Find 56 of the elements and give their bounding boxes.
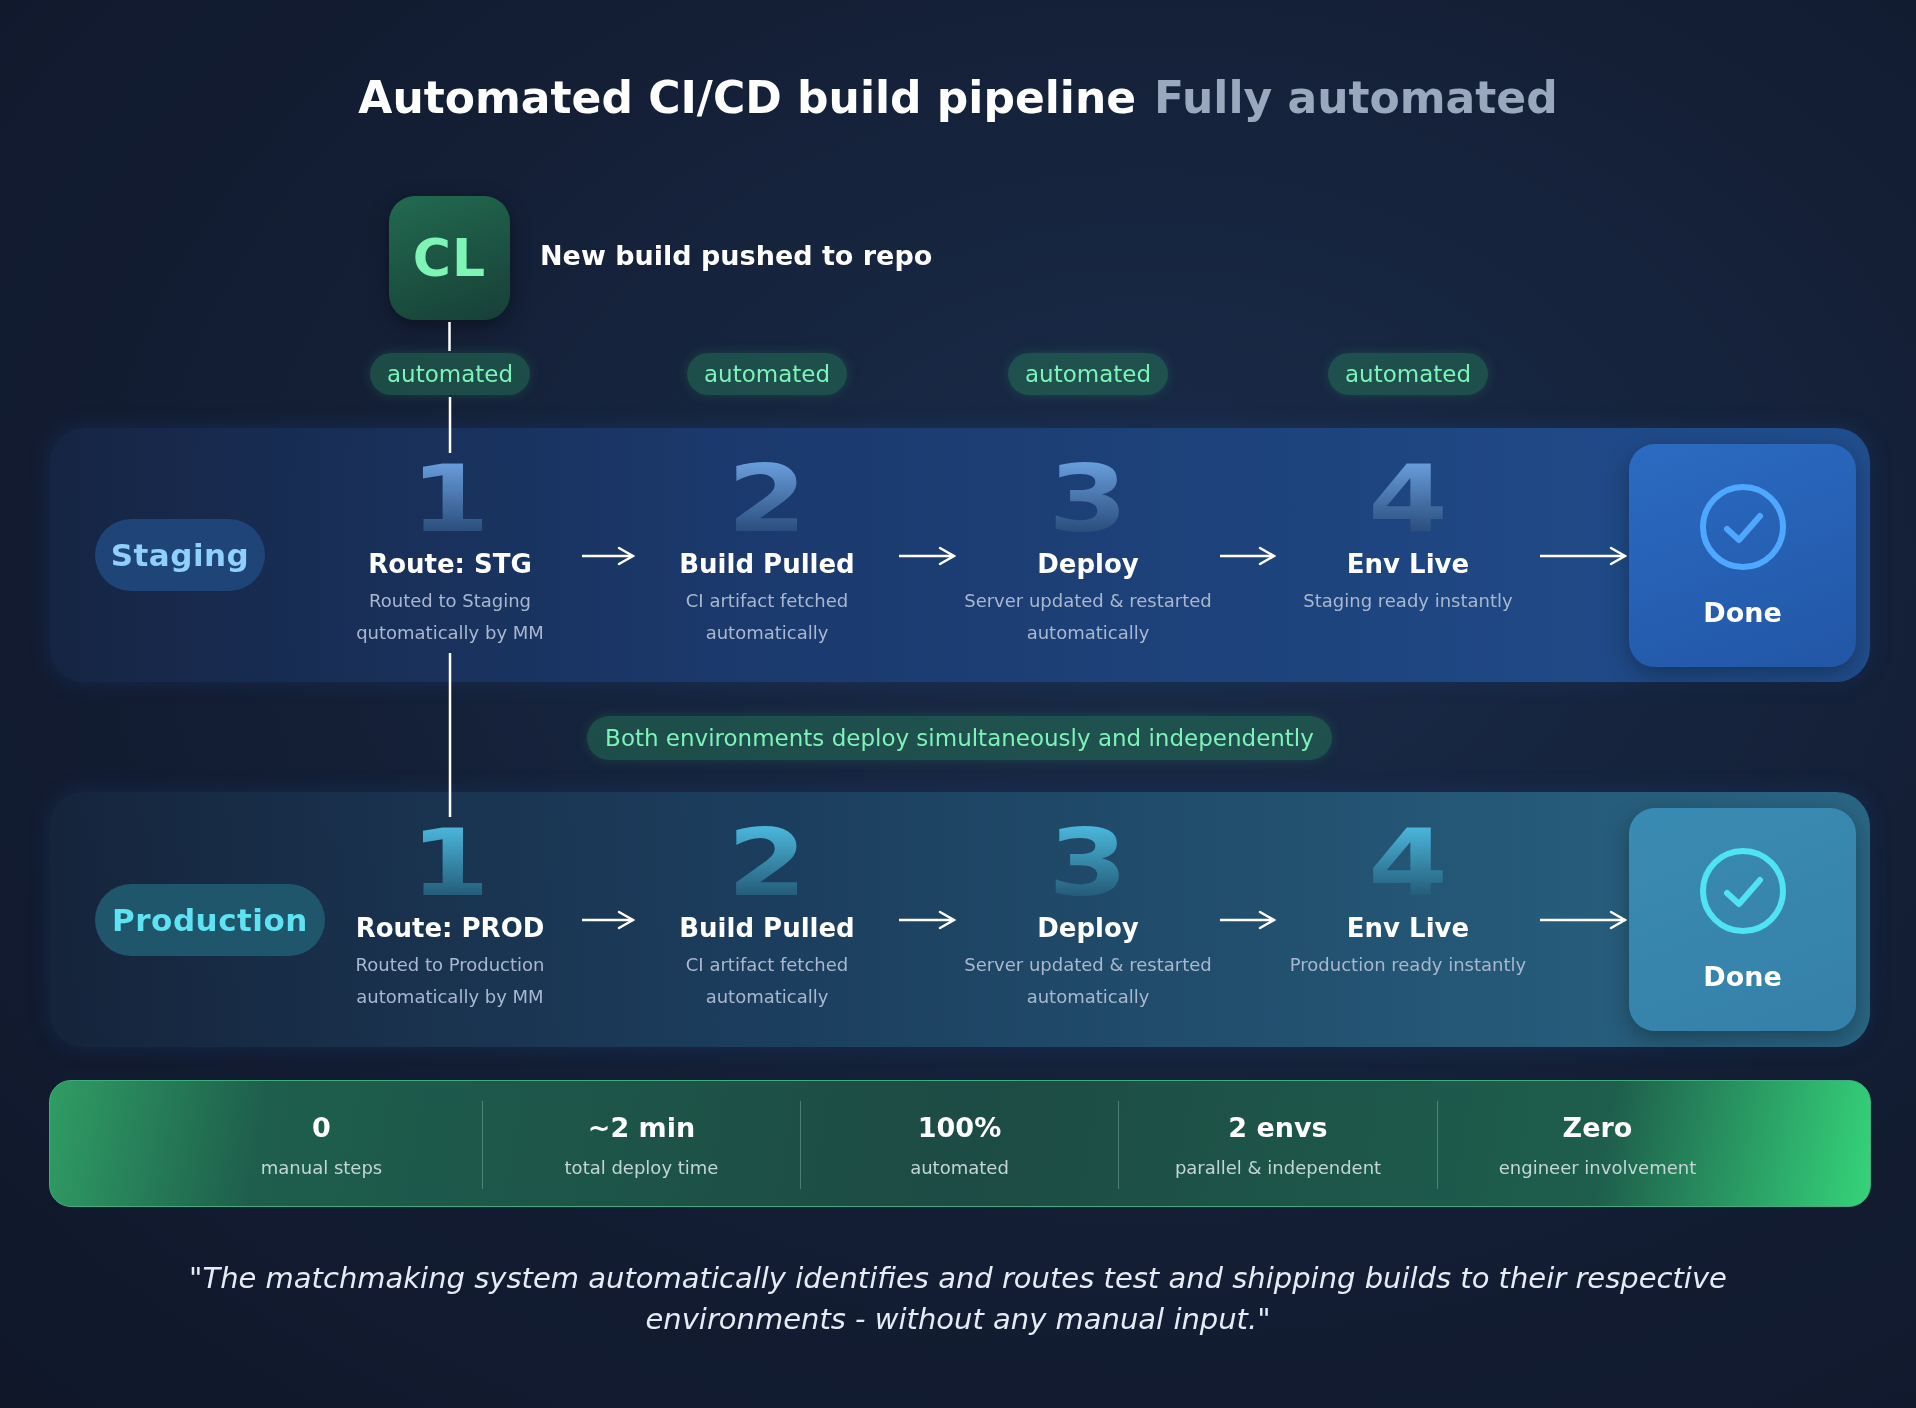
step-description: Production ready instantly	[1289, 953, 1527, 977]
stat-value: 100%	[917, 1112, 1002, 1143]
status-tag: automated	[687, 353, 847, 395]
arrow	[1540, 910, 1627, 930]
connector-line	[448, 653, 452, 817]
stat-label: total deploy time	[564, 1157, 719, 1178]
connector-line	[448, 397, 452, 453]
connector-line	[448, 322, 451, 351]
status-tag: Both environments deploy simultaneously and independently	[587, 716, 1332, 760]
stat-value: 0	[312, 1112, 331, 1143]
step-title: Deploy	[1037, 549, 1139, 579]
status-tag: automated	[1328, 353, 1488, 395]
stats-panel	[49, 1080, 1871, 1207]
arrow	[1540, 546, 1627, 566]
step-description: Routed to Staging qutomatically by MM	[355, 589, 545, 645]
done-card	[1629, 444, 1856, 667]
subtitle: Fully automated	[1154, 72, 1558, 123]
step-description: CI artifact fetched automatically	[684, 589, 850, 645]
status-tag: automated	[1008, 353, 1168, 395]
step-description: Server updated & restarted automatically	[963, 953, 1213, 1009]
arrow	[899, 546, 956, 566]
step-title: Deploy	[1037, 913, 1139, 943]
lane-panel	[50, 428, 1870, 682]
status-tag: automated	[370, 353, 530, 395]
done-label: Done	[1703, 597, 1782, 628]
arrow	[1220, 546, 1276, 566]
stat-value: Zero	[1562, 1112, 1633, 1143]
node-caption: New build pushed to repo	[540, 240, 933, 271]
step-title: Env Live	[1346, 549, 1470, 579]
stat-label: manual steps	[260, 1157, 383, 1178]
arrow	[582, 546, 635, 566]
done-card	[1629, 808, 1856, 1031]
stat-label: parallel & independent	[1174, 1157, 1382, 1178]
lane-panel	[50, 792, 1870, 1047]
step-description: Server updated & restarted automatically	[963, 589, 1213, 645]
quote-caption: "The matchmaking system automatically identifies and routes test and shipping builds to their respective environments - without any manual input."	[188, 1260, 1728, 1338]
step-description: CI artifact fetched automatically	[684, 953, 850, 1009]
step-title: Env Live	[1346, 913, 1470, 943]
step-title: Route: STG	[368, 549, 532, 579]
step-description: Staging ready instantly	[1303, 589, 1513, 613]
step-title: Route: PROD	[355, 913, 545, 943]
stat-label: engineer involvement	[1498, 1157, 1697, 1178]
step-description: Routed to Production automatically by MM	[354, 953, 546, 1009]
arrow	[582, 910, 635, 930]
source-tile: CL	[389, 196, 510, 320]
arrow	[899, 910, 956, 930]
lane-label: Production	[95, 884, 325, 956]
step-title: Build Pulled	[679, 549, 855, 579]
page-title: Automated CI/CD build pipeline	[358, 72, 1137, 123]
lane-label: Staging	[95, 519, 265, 591]
stat-value: ~2 min	[587, 1112, 696, 1143]
arrow	[1220, 910, 1276, 930]
done-label: Done	[1703, 961, 1782, 992]
stat-value: 2 envs	[1228, 1112, 1328, 1143]
stat-label: automated	[910, 1157, 1009, 1178]
step-title: Build Pulled	[679, 913, 855, 943]
